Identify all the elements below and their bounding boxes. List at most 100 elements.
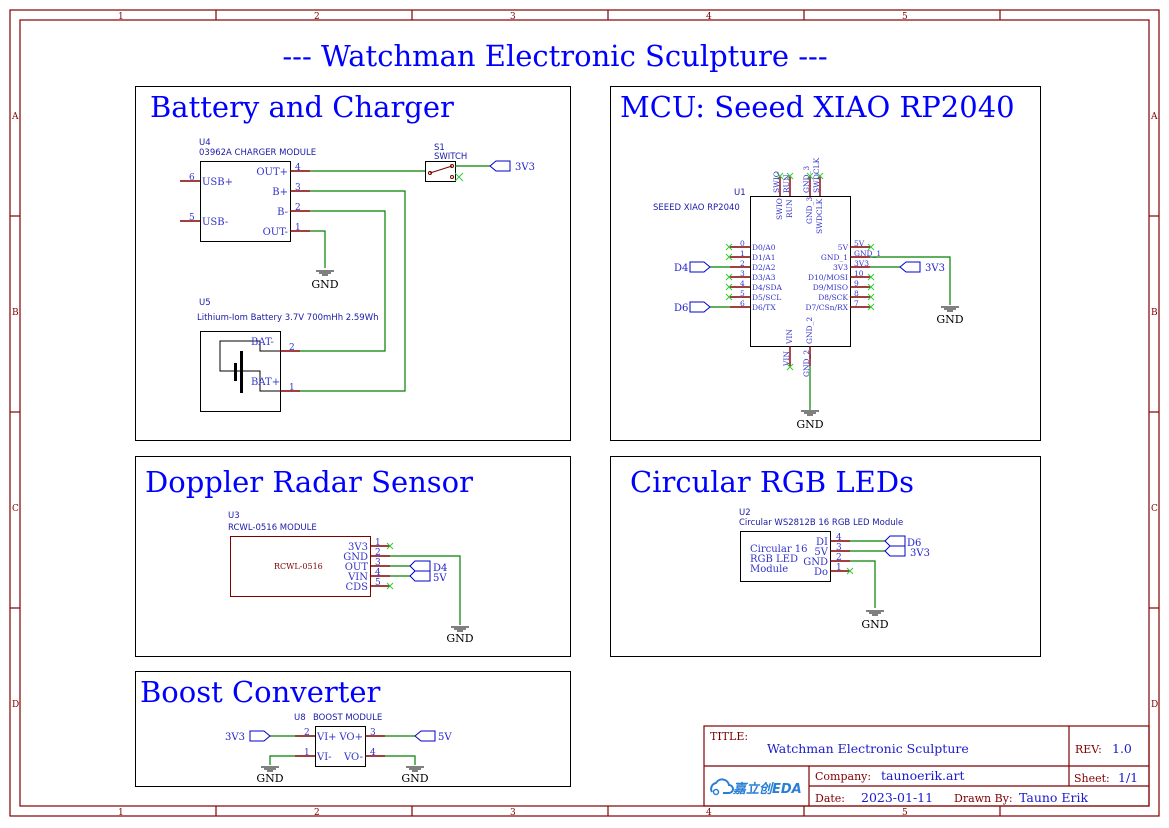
section-mcu: MCU: Seeed XIAO RP2040 U1 SEEED XIAO RP2…: [610, 86, 1041, 441]
svg-text:D6: D6: [674, 303, 688, 314]
svg-text:2: 2: [295, 203, 301, 213]
pin-number: 4: [740, 279, 745, 288]
no-connect-marker: [386, 542, 394, 550]
svg-text:GND_3: GND_3: [802, 166, 811, 193]
svg-text:VIN: VIN: [782, 351, 791, 367]
svg-text:3: 3: [510, 808, 516, 818]
u8-boost-module[interactable]: [315, 726, 366, 767]
svg-text:taunoerik.art: taunoerik.art: [881, 768, 964, 783]
svg-text:3: 3: [295, 183, 301, 193]
svg-text:2: 2: [304, 728, 310, 738]
pin-name: D3/A3: [752, 273, 776, 282]
svg-text:D4: D4: [433, 563, 447, 574]
pin-name: 5V: [814, 547, 828, 558]
svg-text:Company:: Company:: [815, 770, 871, 783]
no-connect-marker: [846, 567, 854, 575]
pin-name: D7/CSn/RX: [805, 303, 848, 312]
svg-text:6: 6: [189, 173, 195, 183]
pin-name: DI: [816, 537, 828, 548]
svg-text:3: 3: [510, 12, 516, 22]
no-connect-marker: [725, 273, 733, 281]
svg-text:3: 3: [370, 728, 376, 738]
svg-text:2: 2: [289, 343, 295, 353]
svg-text:5: 5: [189, 213, 195, 223]
svg-text:SWITCH: SWITCH: [434, 152, 467, 162]
section-title: Doppler Radar Sensor: [145, 465, 473, 499]
net-flag-3v3: [249, 730, 271, 742]
no-connect-marker: [725, 253, 733, 261]
svg-text:S1: S1: [434, 143, 445, 153]
svg-text:U1: U1: [734, 188, 746, 198]
section-title: Battery and Charger: [150, 90, 454, 124]
svg-text:VIN: VIN: [785, 329, 794, 345]
u2-rgb-led-ring[interactable]: [740, 531, 831, 582]
zone-labels: 1 2 3 4 5 1 2 3 4 5 A B C D A B C D: [11, 12, 1158, 818]
svg-text:RUN: RUN: [782, 174, 791, 193]
svg-text:SWIO: SWIO: [775, 198, 784, 220]
net-flag-d6: [884, 535, 906, 547]
svg-text:5: 5: [902, 808, 908, 818]
section-title: Circular RGB LEDs: [630, 465, 914, 499]
svg-text:2: 2: [314, 12, 320, 22]
net-flag-5v: [409, 570, 431, 582]
no-connect-marker: [867, 283, 875, 291]
s1-switch[interactable]: [425, 161, 456, 182]
pin-name: VIN: [347, 572, 368, 583]
svg-text:RUN: RUN: [785, 199, 794, 218]
svg-text:BAT-: BAT-: [251, 337, 274, 348]
svg-text:OUT-: OUT-: [263, 227, 288, 238]
u4-charger-module[interactable]: [200, 161, 291, 242]
section-title: Boost Converter: [140, 675, 381, 709]
pin-number: 3: [836, 543, 842, 553]
svg-text:4: 4: [706, 808, 712, 818]
outer-frame: [9, 9, 1160, 817]
svg-text:B: B: [1151, 308, 1158, 318]
pin-name: D8/SCK: [818, 293, 848, 302]
component-name: 03962A CHARGER MODULE: [199, 148, 316, 158]
mcu-top-pins: SWIO RUN GND_3 SWDCLK SWIO RUN GND_3 SWD…: [772, 157, 824, 234]
svg-text:VI-: VI-: [316, 752, 332, 763]
net-flag-3v3: [899, 261, 921, 273]
svg-text:Date:: Date:: [815, 792, 845, 805]
svg-text:VO+: VO+: [338, 732, 363, 743]
pin-number: 8: [854, 289, 859, 298]
svg-text:REV:: REV:: [1075, 743, 1102, 756]
svg-text:GND: GND: [401, 772, 428, 785]
svg-text:D: D: [1151, 700, 1158, 710]
pin-number: GND_1: [854, 249, 881, 258]
pin-number: 1: [740, 249, 745, 258]
svg-text:TITLE:: TITLE:: [710, 730, 748, 743]
u5-battery[interactable]: [200, 331, 281, 412]
pin-number: 3: [375, 558, 381, 568]
pin-name: D4/SDA: [752, 283, 782, 292]
u1-xiao-rp2040[interactable]: [750, 196, 851, 347]
pin-name: GND: [343, 552, 368, 563]
no-connect-marker: [386, 582, 394, 590]
net-flag-5v: [414, 730, 436, 742]
component-ref: U4: [199, 138, 211, 148]
svg-text:1: 1: [295, 223, 301, 233]
pin-name: D5/SCL: [752, 293, 781, 302]
pin-name: GND_1: [821, 253, 848, 262]
pin-number: 2: [375, 548, 381, 558]
svg-text:A: A: [1150, 112, 1158, 122]
svg-text:OUT+: OUT+: [256, 167, 288, 178]
pin-number: 7: [854, 299, 859, 308]
svg-text:1: 1: [304, 748, 310, 758]
svg-text:GND: GND: [936, 313, 963, 326]
svg-text:3V3: 3V3: [925, 263, 945, 274]
svg-text:U2: U2: [739, 508, 751, 518]
svg-text:GND: GND: [256, 772, 283, 785]
svg-text:B: B: [12, 308, 19, 318]
pin-number: 10: [854, 269, 864, 278]
pin-number: 9: [854, 279, 859, 288]
svg-text:嘉立创EDA: 嘉立创EDA: [732, 781, 802, 797]
no-connect-marker: [725, 283, 733, 291]
svg-text:Circular 16: Circular 16: [750, 544, 808, 555]
svg-text:Sheet:: Sheet:: [1074, 772, 1110, 785]
svg-text:RCWL-0516 MODULE: RCWL-0516 MODULE: [228, 523, 317, 533]
no-connect-marker: [867, 303, 875, 311]
svg-text:SWDCLK: SWDCLK: [812, 157, 821, 193]
svg-text:4: 4: [295, 163, 301, 173]
no-connect-marker: [867, 293, 875, 301]
